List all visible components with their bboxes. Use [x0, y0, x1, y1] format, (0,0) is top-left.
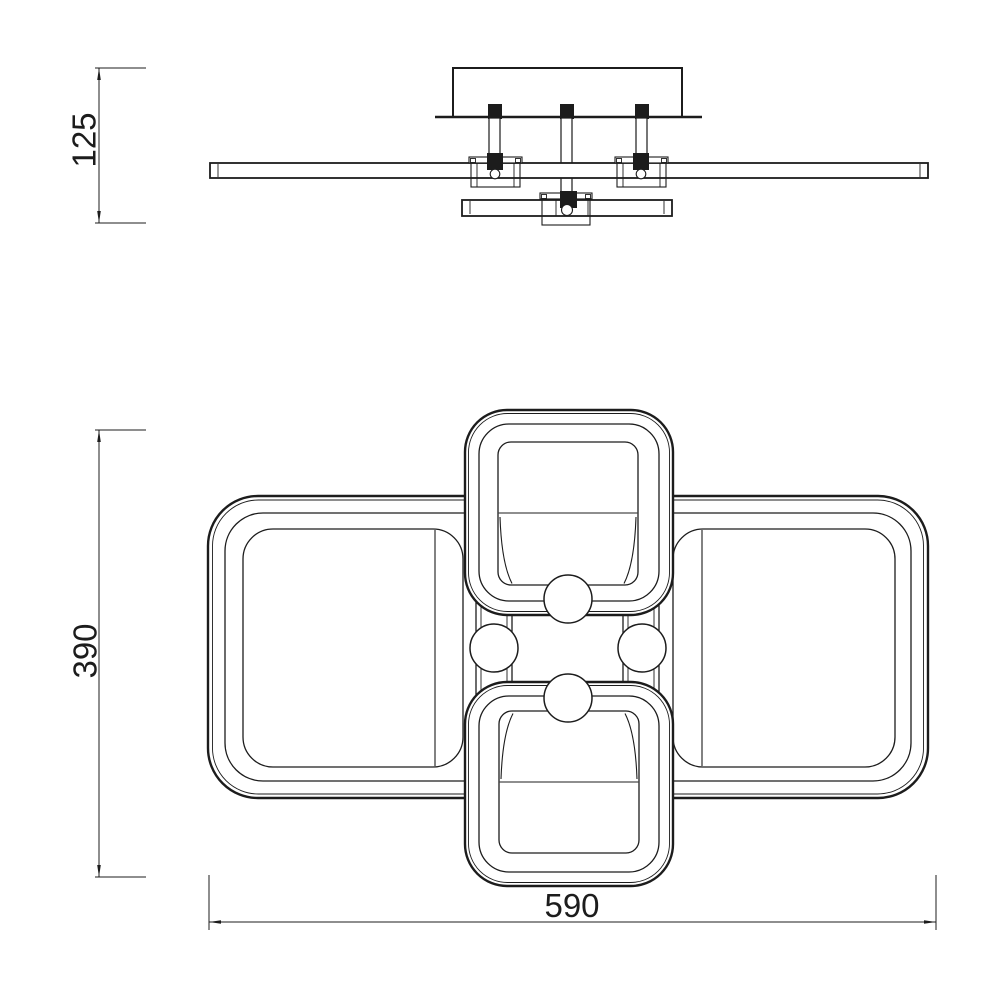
left-panel	[242, 528, 464, 768]
plan-view	[206, 408, 930, 888]
bracket-center	[539, 191, 593, 226]
hanger-cap-center	[560, 104, 574, 119]
hanger-cap-right	[635, 104, 649, 119]
hanger-rod-center	[560, 117, 573, 199]
sphere-top	[543, 574, 593, 624]
bottom-square-ring	[463, 680, 675, 888]
bracket-left	[468, 153, 523, 188]
bracket-right	[614, 153, 669, 188]
sphere-left	[469, 623, 519, 673]
sphere-right	[617, 623, 667, 673]
dimension-125: 125	[66, 67, 146, 224]
upper-bar	[209, 162, 929, 179]
dim-label-125: 125	[66, 112, 103, 167]
dim-label-390: 390	[67, 623, 104, 678]
dimension-590: 590	[208, 875, 937, 930]
top-square-ring	[463, 408, 675, 617]
dim-label-590: 590	[544, 887, 599, 924]
right-panel	[672, 528, 896, 768]
dimension-390: 390	[67, 429, 146, 878]
side-elevation-view	[209, 67, 929, 226]
sphere-bottom	[543, 673, 593, 723]
hanger-cap-left	[488, 104, 502, 119]
